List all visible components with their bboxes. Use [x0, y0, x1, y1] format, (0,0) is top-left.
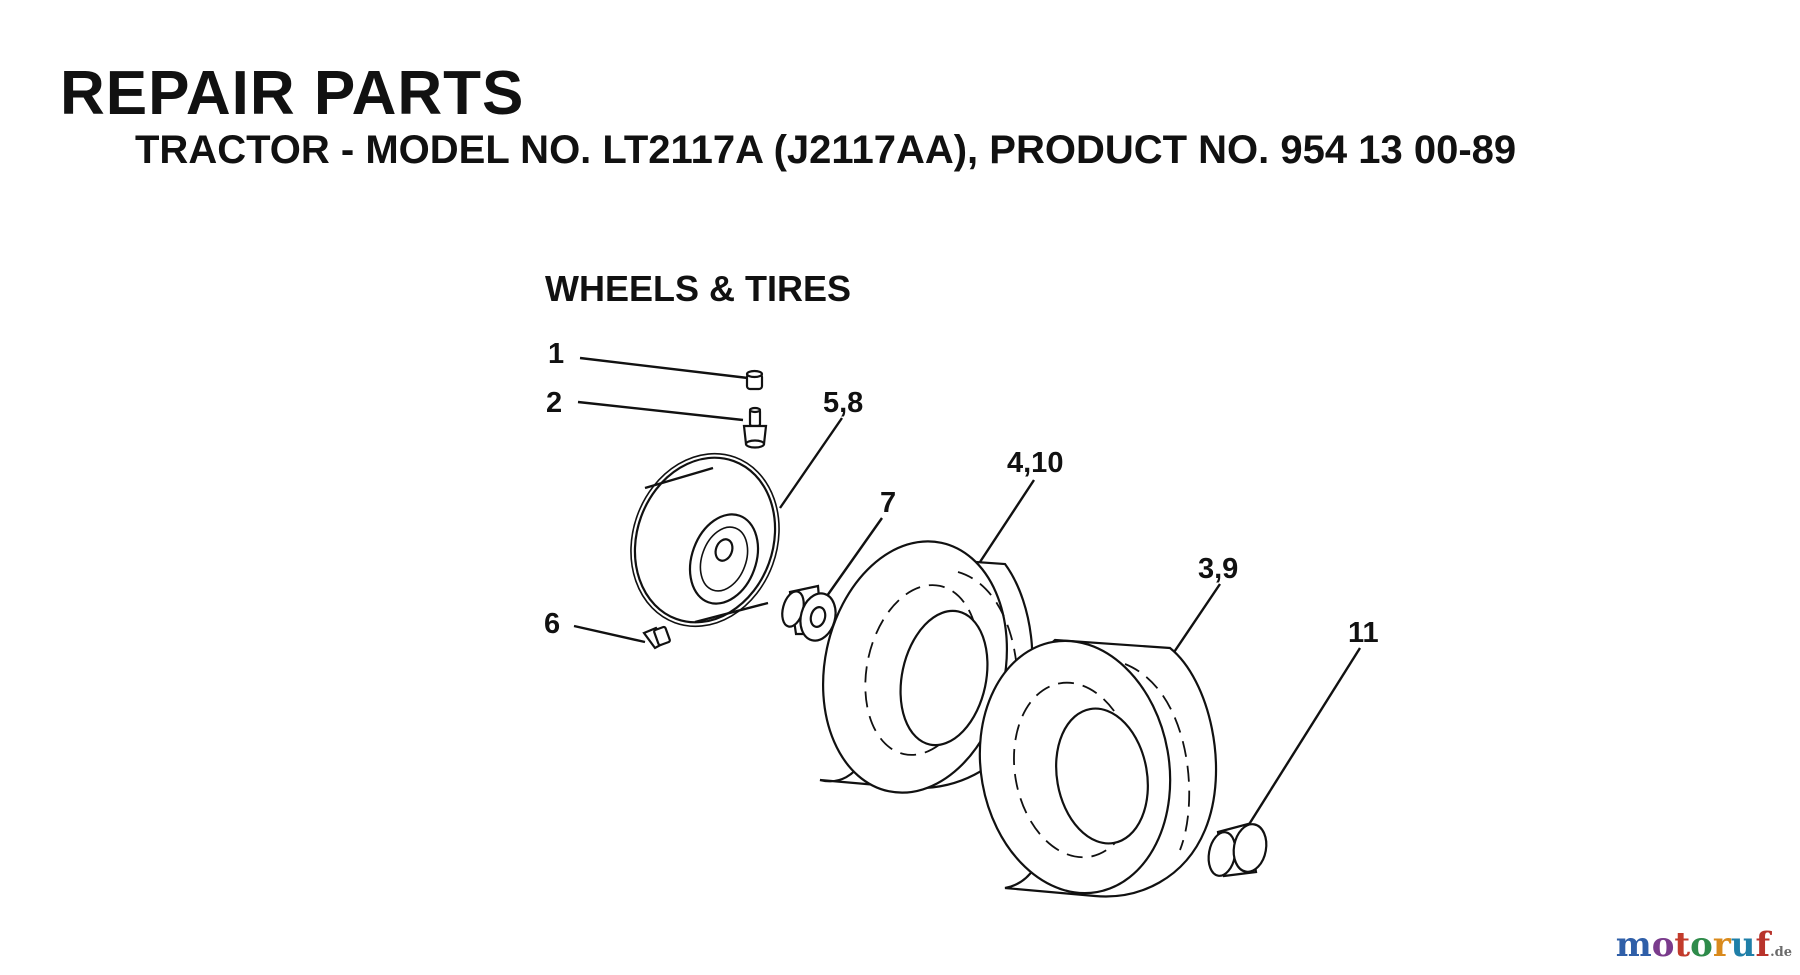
- watermark-tld: .de: [1770, 945, 1792, 960]
- callout-label: 11: [1348, 617, 1379, 649]
- callout-label: 6: [544, 608, 560, 640]
- watermark-letter: m: [1615, 925, 1652, 965]
- leader-lines: [573, 356, 1362, 827]
- callout-label: 2: [546, 387, 562, 419]
- spacer-part: [1207, 822, 1268, 878]
- callout-label: 4,10: [1007, 447, 1063, 479]
- watermark-letter: u: [1730, 925, 1756, 965]
- watermark-letter: o: [1651, 925, 1675, 965]
- front-tire-part: [819, 540, 1034, 794]
- section-title: WHEELS & TIRES: [545, 268, 852, 309]
- valve-stem-part: [742, 406, 768, 449]
- rear-tire-part: [978, 638, 1218, 898]
- callout-label: 1: [548, 338, 564, 370]
- callout-label: 3,9: [1198, 553, 1238, 585]
- bushing-part: [781, 584, 837, 642]
- watermark-letter: o: [1690, 925, 1713, 965]
- watermark-letter: f: [1755, 925, 1771, 965]
- watermark-logo: motoruf.de: [1616, 925, 1792, 965]
- callout-label: 7: [880, 487, 896, 519]
- wheel-rim-part: [630, 452, 780, 628]
- model-product-subtitle: TRACTOR - MODEL NO. LT2117A (J2117AA), P…: [135, 128, 1517, 172]
- valve-cap-part: [745, 369, 764, 391]
- callout-label: 5,8: [823, 387, 863, 419]
- watermark-letter: t: [1674, 925, 1691, 965]
- page-title: REPAIR PARTS: [60, 59, 525, 128]
- watermark-letter: r: [1712, 925, 1731, 965]
- watermark-text: motoruf: [1616, 925, 1770, 965]
- bolt-part: [642, 625, 671, 650]
